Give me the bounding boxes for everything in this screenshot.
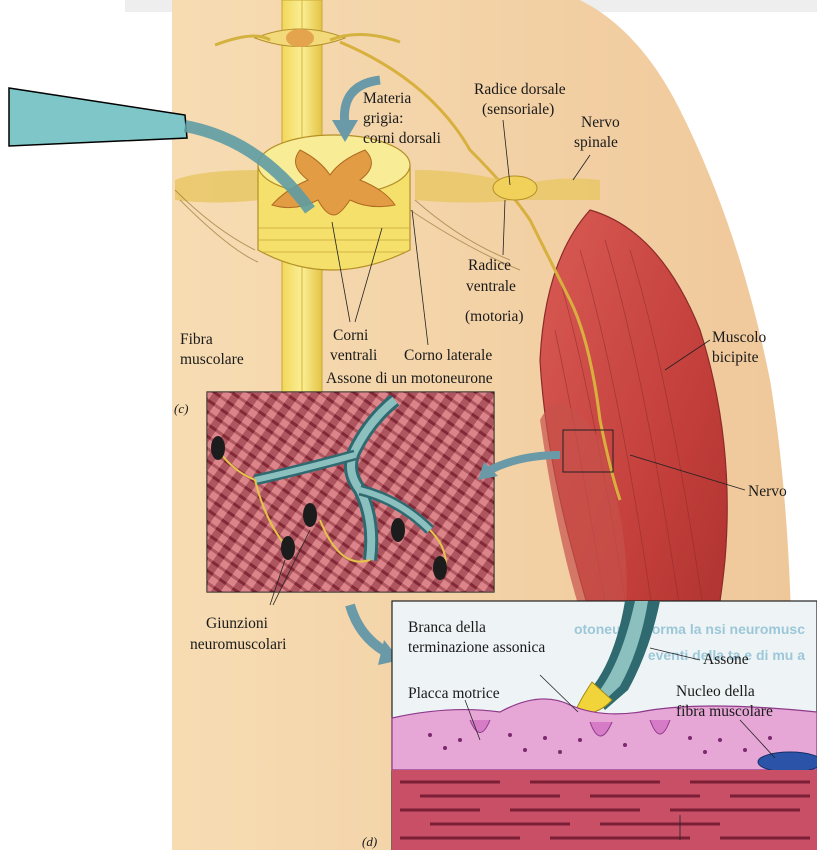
label-radice-ventrale-3: (motoria) <box>465 308 524 325</box>
label-terminazione: terminazione assonica <box>408 639 545 656</box>
label-muscolo: Muscolo <box>712 329 767 346</box>
label-neuromuscolari: neuromuscolari <box>190 636 287 653</box>
label-corno-laterale: Corno laterale <box>404 347 492 364</box>
label-grigia: grigia: <box>363 110 403 127</box>
label-materia: Materia <box>363 90 411 107</box>
label-bicipite: bicipite <box>712 349 759 366</box>
label-assone: Assone <box>703 651 749 668</box>
label-nervo-spinale-1: Nervo <box>581 114 620 131</box>
fiber-nucleus <box>758 752 817 772</box>
label-branca: Branca della <box>408 619 486 636</box>
label-fibra-muscolare-d: fibra muscolare <box>676 703 773 720</box>
panel-label-c: (c) <box>174 401 188 416</box>
label-nervo-spinale-2: spinale <box>574 134 618 151</box>
label-corni: Corni <box>333 327 369 344</box>
label-fibra: Fibra <box>180 331 213 348</box>
inset-c-fiber <box>207 392 494 605</box>
label-giunzioni: Giunzioni <box>206 615 269 632</box>
label-nervo: Nervo <box>748 483 787 500</box>
label-ventrali: ventrali <box>330 347 378 364</box>
ghost-text-1: otoneuron forma la nsi neuromusc <box>574 621 805 637</box>
callout-pointer[interactable] <box>9 88 187 146</box>
label-radice-ventrale-2: ventrale <box>466 278 516 295</box>
dorsal-root-ganglion <box>493 176 537 200</box>
label-assone-motoneurone: Assone di un motoneurone <box>326 370 493 387</box>
label-nucleo: Nucleo della <box>676 683 755 700</box>
label-radice-dorsale: Radice dorsale <box>474 81 566 98</box>
label-corni-dorsali: corni dorsali <box>363 130 442 147</box>
label-placca-motrice: Placca motrice <box>408 685 500 702</box>
label-sensoriale: (sensoriale) <box>482 101 554 118</box>
panel-label-d: (d) <box>362 834 377 849</box>
label-muscolare: muscolare <box>180 351 244 368</box>
label-radice-ventrale-1: Radice <box>468 257 511 274</box>
